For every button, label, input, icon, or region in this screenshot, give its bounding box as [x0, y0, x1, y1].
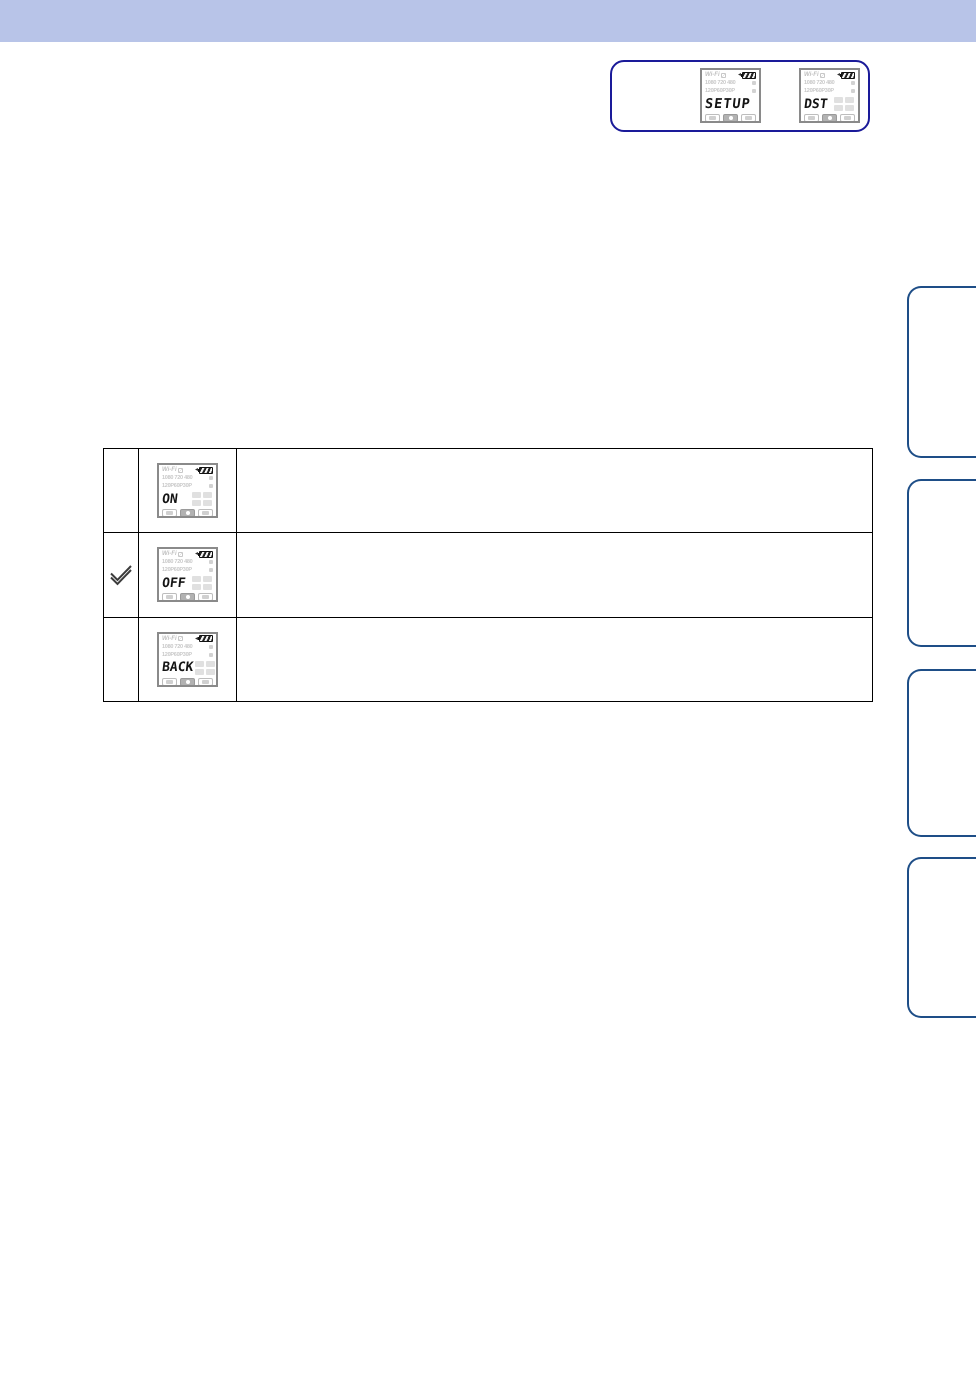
charge-icon: ◂: [737, 72, 741, 78]
framerate-options: 120P60P30P: [162, 482, 213, 490]
camera-button-icon: [180, 593, 195, 601]
resolution-options: 1080 720 480: [162, 474, 213, 482]
inactive-digit-segments: [195, 660, 216, 675]
lcd-mode-buttons: [705, 114, 756, 121]
battery-icon: [198, 466, 213, 474]
mic-icon: [851, 81, 855, 85]
side-tab-1[interactable]: [907, 286, 976, 458]
lcd-mode-buttons: [162, 593, 213, 601]
charge-icon: ◂: [194, 635, 198, 642]
card-icon: [177, 551, 183, 557]
mic-icon: [209, 644, 213, 649]
selected-mark-cell: [104, 449, 139, 533]
settings-table: Wi-Fi ◂ 1080 720 480 120P60P30P ON: [103, 448, 873, 702]
camera-button-icon: [180, 509, 195, 517]
resolution-options: 1080 720 480: [804, 79, 855, 87]
lcd-main-text: OFF: [161, 575, 187, 591]
charge-icon: ◂: [194, 551, 198, 558]
double-checkmark-icon: [110, 565, 132, 586]
inactive-digit-segments: [192, 576, 212, 591]
card-icon: [720, 72, 726, 78]
lcd-mode-buttons: [804, 114, 855, 121]
screen-cell: Wi-Fi ◂ 1080 720 480 120P60P30P OFF: [139, 533, 237, 617]
lcd-preview-on: Wi-Fi ◂ 1080 720 480 120P60P30P ON: [157, 463, 218, 519]
wifi-icon: Wi-Fi: [162, 551, 177, 558]
resolution-options: 1080 720 480: [705, 79, 756, 87]
lcd-main-text: SETUP: [704, 96, 752, 112]
wifi-icon: Wi-Fi: [162, 467, 177, 474]
lcd-mode-buttons: [162, 509, 213, 517]
inactive-digit-segments: [192, 492, 212, 507]
loop-rec-button-icon: [162, 509, 177, 517]
battery-icon: [840, 71, 855, 79]
side-tab-2[interactable]: [907, 479, 976, 647]
playback-button-icon: [198, 593, 213, 601]
charge-icon: ◂: [194, 467, 198, 474]
description-cell: [237, 618, 872, 701]
airplane-mode-icon: [819, 72, 825, 78]
camera-button-icon: [723, 114, 738, 121]
framerate-options: 120P60P30P: [705, 87, 756, 95]
mic-icon: [752, 81, 756, 85]
card-icon: [177, 636, 183, 642]
loop-rec-button-icon: [162, 593, 177, 601]
card-icon: [177, 467, 183, 473]
lcd-main-text: ON: [161, 491, 179, 507]
selected-mark-cell: [104, 533, 139, 617]
wifi-icon: Wi-Fi: [162, 635, 177, 642]
lcd-preview-off: Wi-Fi ◂ 1080 720 480 120P60P30P OFF: [157, 547, 218, 603]
framerate-options: 120P60P30P: [162, 566, 213, 574]
audio-icon: [752, 89, 756, 93]
lcd-mode-buttons: [162, 677, 213, 685]
framerate-options: 120P60P30P: [804, 87, 855, 95]
inactive-digit-segments: [834, 97, 854, 111]
loop-rec-button-icon: [804, 114, 819, 121]
side-tab-4[interactable]: [907, 857, 976, 1018]
screen-callout-box: Wi-Fi ◂ 1080 720 480 120P60P30P SETUP Wi…: [610, 60, 870, 132]
battery-icon: [741, 71, 756, 79]
table-row-back: Wi-Fi ◂ 1080 720 480 120P60P30P BACK: [104, 617, 872, 701]
wifi-icon: Wi-Fi: [804, 72, 819, 78]
mic-icon: [209, 560, 213, 565]
charge-icon: ◂: [836, 72, 840, 78]
audio-icon: [209, 484, 213, 489]
battery-icon: [198, 635, 213, 643]
audio-icon: [209, 568, 213, 573]
playback-button-icon: [198, 509, 213, 517]
selected-mark-cell: [104, 617, 139, 701]
resolution-options: 1080 720 480: [162, 643, 213, 651]
screen-cell: Wi-Fi ◂ 1080 720 480 120P60P30P ON: [139, 449, 237, 533]
camera-button-icon: [180, 677, 195, 685]
wifi-icon: Wi-Fi: [705, 72, 720, 78]
lcd-preview-dst: Wi-Fi ◂ 1080 720 480 120P60P30P DST: [799, 68, 860, 123]
lcd-status-row: Wi-Fi ◂: [804, 71, 855, 79]
playback-button-icon: [198, 677, 213, 685]
lcd-status-row: Wi-Fi ◂: [705, 71, 756, 79]
side-tab-3[interactable]: [907, 669, 976, 837]
audio-icon: [209, 652, 213, 657]
screen-cell: Wi-Fi ◂ 1080 720 480 120P60P30P BACK: [139, 617, 237, 701]
lcd-preview-setup: Wi-Fi ◂ 1080 720 480 120P60P30P SETUP: [700, 68, 761, 123]
lcd-main-text: DST: [803, 96, 829, 112]
table-row-on: Wi-Fi ◂ 1080 720 480 120P60P30P ON: [104, 449, 872, 534]
battery-icon: [198, 550, 213, 558]
playback-button-icon: [840, 114, 855, 121]
framerate-options: 120P60P30P: [162, 651, 213, 659]
lcd-preview-back: Wi-Fi ◂ 1080 720 480 120P60P30P BACK: [157, 631, 218, 687]
page-header-band: [0, 0, 976, 42]
camera-button-icon: [822, 114, 837, 121]
lcd-status-row: Wi-Fi ◂: [162, 466, 213, 474]
description-cell: [237, 533, 872, 616]
audio-icon: [851, 89, 855, 93]
lcd-status-row: Wi-Fi ◂: [162, 550, 213, 558]
loop-rec-button-icon: [705, 114, 720, 121]
table-row-off: Wi-Fi ◂ 1080 720 480 120P60P30P OFF: [104, 533, 872, 618]
playback-button-icon: [741, 114, 756, 121]
mic-icon: [209, 476, 213, 481]
loop-rec-button-icon: [162, 677, 177, 685]
lcd-status-row: Wi-Fi ◂: [162, 635, 213, 643]
resolution-options: 1080 720 480: [162, 558, 213, 566]
description-cell: [237, 449, 872, 532]
lcd-main-text: BACK: [161, 660, 195, 676]
